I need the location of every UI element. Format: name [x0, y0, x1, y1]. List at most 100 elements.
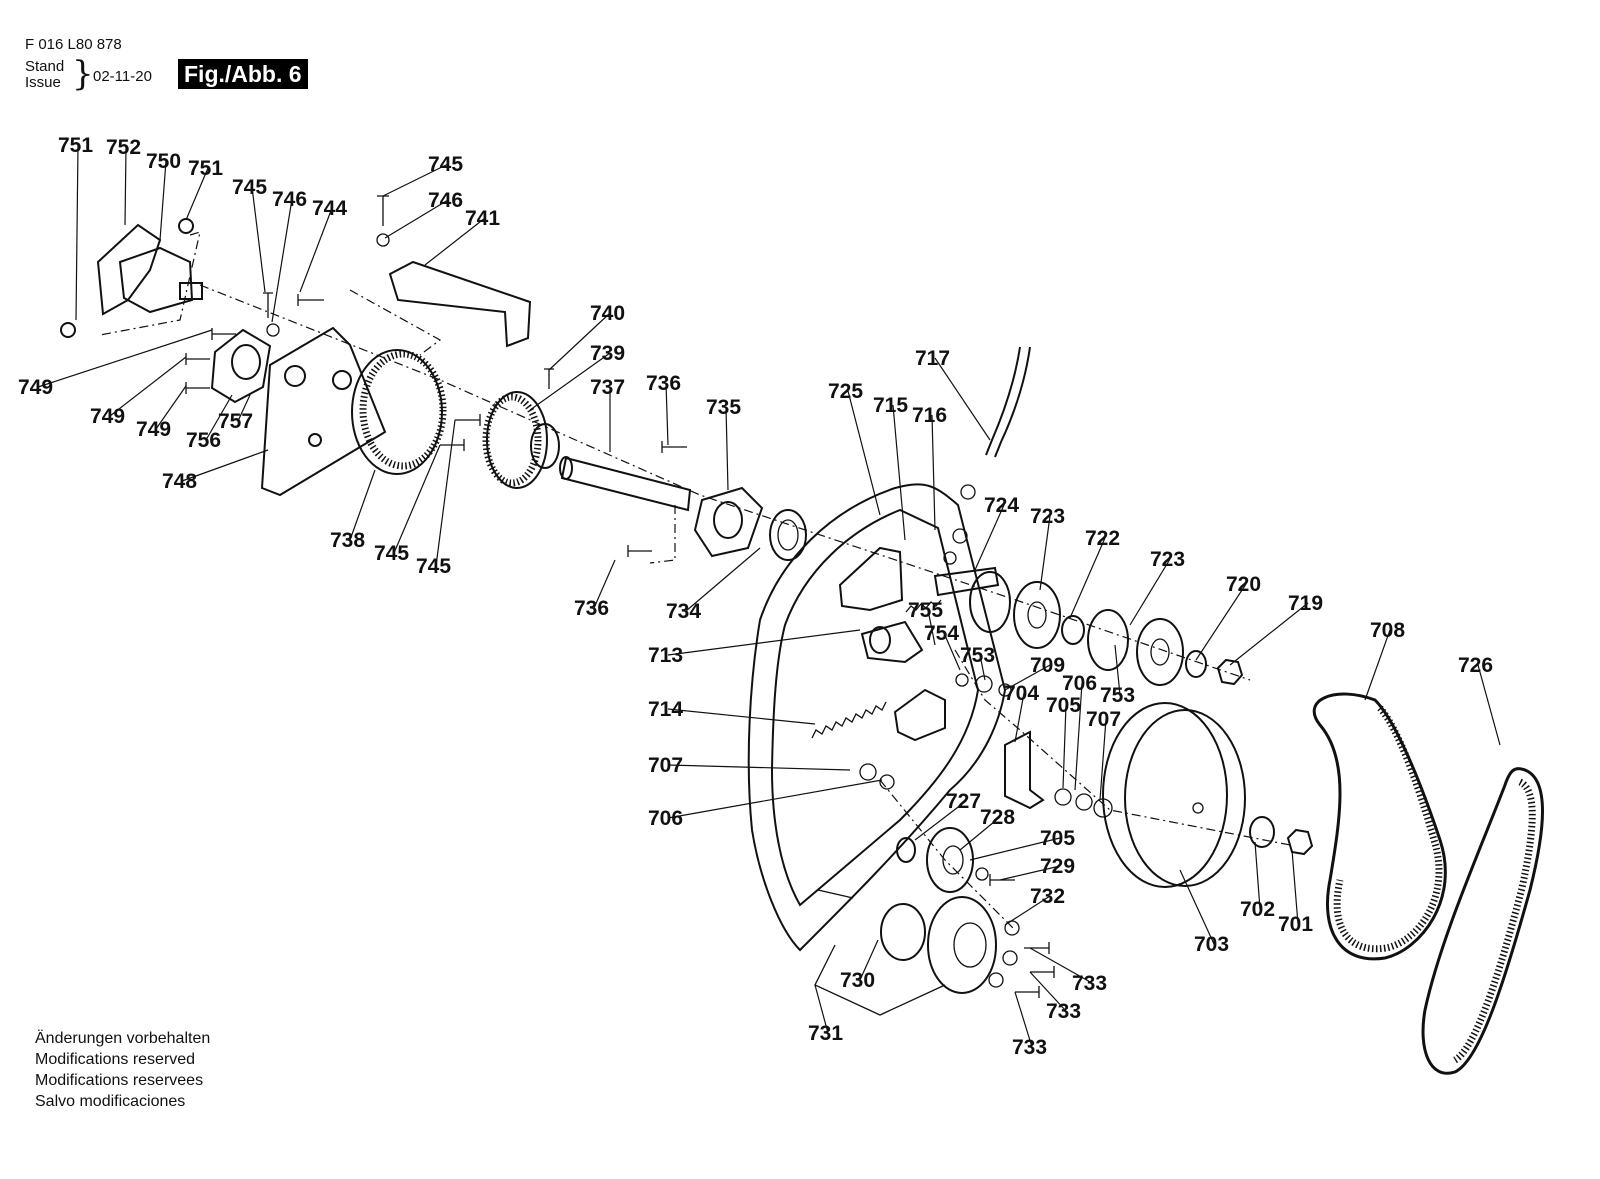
figure-badge: Fig./Abb. 6: [178, 59, 308, 89]
callout-label-722: 722: [1085, 527, 1120, 550]
bearing-flange-735-drawing: [693, 486, 764, 558]
callout-leader-750: [159, 160, 167, 241]
assembly-axis-drawing: [199, 284, 1251, 681]
callout-leader-734: [685, 547, 761, 612]
assembly-axis-drawing: [954, 649, 1291, 846]
tension-bracket-713-hub-drawing: [869, 626, 891, 654]
callout-label-714: 714: [648, 698, 683, 721]
callout-label-703: 703: [1194, 933, 1229, 956]
washer-733-drawing: [1002, 950, 1018, 966]
callout-leader-lines: [37, 144, 1501, 1048]
hub-730-drawing: [880, 903, 926, 961]
callout-label-745: 745: [416, 555, 451, 578]
footer-line-es: Salvo modificaciones: [35, 1093, 186, 1110]
bolt-745-drawing: [455, 414, 481, 426]
washer-702-drawing: [1249, 816, 1275, 848]
bolt-733-drawing: [1030, 966, 1055, 978]
callout-label-734: 734: [666, 600, 701, 623]
main-pulley-703-outer-drawing: [1102, 702, 1228, 888]
callout-label-738: 738: [330, 529, 365, 552]
bearing-734-inner-drawing: [777, 519, 799, 551]
washer-733-drawing: [988, 972, 1004, 988]
callout-label-751: 751: [188, 157, 223, 180]
callout-label-701: 701: [1278, 913, 1313, 936]
washer-705-lower-drawing: [975, 867, 989, 881]
assembly-axis-drawing: [349, 289, 442, 356]
shaft-724-drawing: [933, 566, 1000, 597]
washer-746-drawing: [376, 233, 390, 247]
callout-label-757: 757: [218, 410, 253, 433]
stud-drawing: [817, 889, 854, 899]
assembly-axis-drawing: [649, 505, 676, 564]
callout-label-733: 733: [1012, 1036, 1047, 1059]
spacer-727-drawing: [896, 837, 916, 863]
flange-757-bore-drawing: [231, 344, 261, 380]
callout-leader-726: [1477, 664, 1501, 746]
callout-label-709: 709: [1030, 654, 1065, 677]
callout-leader-724: [974, 504, 1005, 571]
callout-label-756: 756: [186, 429, 221, 452]
idler-728-drawing: [926, 827, 974, 893]
stand-label: Stand: [25, 58, 65, 75]
bracket-plate-hole-drawing: [284, 365, 306, 387]
bolt-749-drawing: [185, 353, 210, 365]
callout-label-725: 725: [828, 380, 863, 403]
callout-label-715: 715: [873, 394, 908, 417]
main-housing-lip-drawing: [770, 508, 980, 907]
cable-717-drawing: [994, 346, 1031, 458]
callout-label-755: 755: [908, 599, 943, 622]
pulley-half-723-a-drawing: [969, 571, 1011, 633]
drive-shaft-737-end-drawing: [559, 456, 573, 480]
callout-label-746: 746: [428, 189, 463, 212]
callout-leader-754: [943, 632, 961, 671]
callout-leader-738: [349, 469, 376, 541]
callout-label-719: 719: [1288, 592, 1323, 615]
callout-label-707: 707: [648, 754, 683, 777]
callout-leader-720: [1195, 583, 1247, 661]
callout-label-732: 732: [1030, 885, 1065, 908]
callout-leader-705: [969, 837, 1061, 861]
motor-cover-drawing: [96, 223, 162, 316]
callout-leader-745: [393, 444, 441, 554]
callout-leader-731: [814, 984, 829, 1034]
pulley-half-723-b-bore-drawing: [1027, 601, 1047, 629]
callout-label-745: 745: [428, 153, 463, 176]
callout-label-753: 753: [960, 644, 995, 667]
spring-715-drawing: [905, 599, 942, 613]
bolt-736-drawing: [627, 545, 652, 557]
washer-715-drawing: [943, 551, 957, 565]
callout-label-702: 702: [1240, 898, 1275, 921]
callout-label-731: 731: [808, 1022, 843, 1045]
modifications-notice: Änderungen vorbehalten Modifications res…: [35, 1028, 210, 1112]
document-number: F 016 L80 878: [25, 36, 122, 53]
v-belt-708-teeth-drawing: [1333, 705, 1443, 953]
callout-leader-751: [75, 144, 79, 321]
callout-leader-748: [181, 449, 269, 482]
callout-label-746: 746: [272, 188, 307, 211]
callout-label-724: 724: [984, 494, 1019, 517]
drive-shaft-737-drawing: [560, 456, 692, 512]
callout-leader-708: [1364, 629, 1391, 701]
assembly-axis-drawing: [99, 231, 201, 336]
callout-label-707: 707: [1086, 708, 1121, 731]
washer-705-drawing: [1054, 788, 1072, 806]
callout-label-713: 713: [648, 644, 683, 667]
pin-740-drawing: [544, 368, 554, 389]
pulley-half-723-b-drawing: [1013, 581, 1061, 649]
bushing-722-drawing: [1061, 615, 1085, 645]
toothed-pulley-739-drawing: [486, 391, 548, 489]
callout-leader-756: [205, 394, 233, 441]
callout-label-704: 704: [1004, 682, 1039, 705]
idler-728-hub-drawing: [942, 845, 964, 875]
callout-leader-702: [1254, 841, 1261, 910]
bearing-flange-735-bore-drawing: [713, 501, 743, 539]
callout-leader-709: [1004, 664, 1051, 691]
nut-719-drawing: [1216, 658, 1244, 686]
bolt-745-drawing: [377, 195, 389, 226]
callout-label-745: 745: [374, 542, 409, 565]
callout-leader-744: [299, 207, 333, 293]
footer-line-en: Modifications reserved: [35, 1051, 196, 1068]
toothed-pulley-739-teeth-drawing: [482, 393, 542, 487]
toothed-belt-738-teeth-drawing: [359, 350, 447, 470]
